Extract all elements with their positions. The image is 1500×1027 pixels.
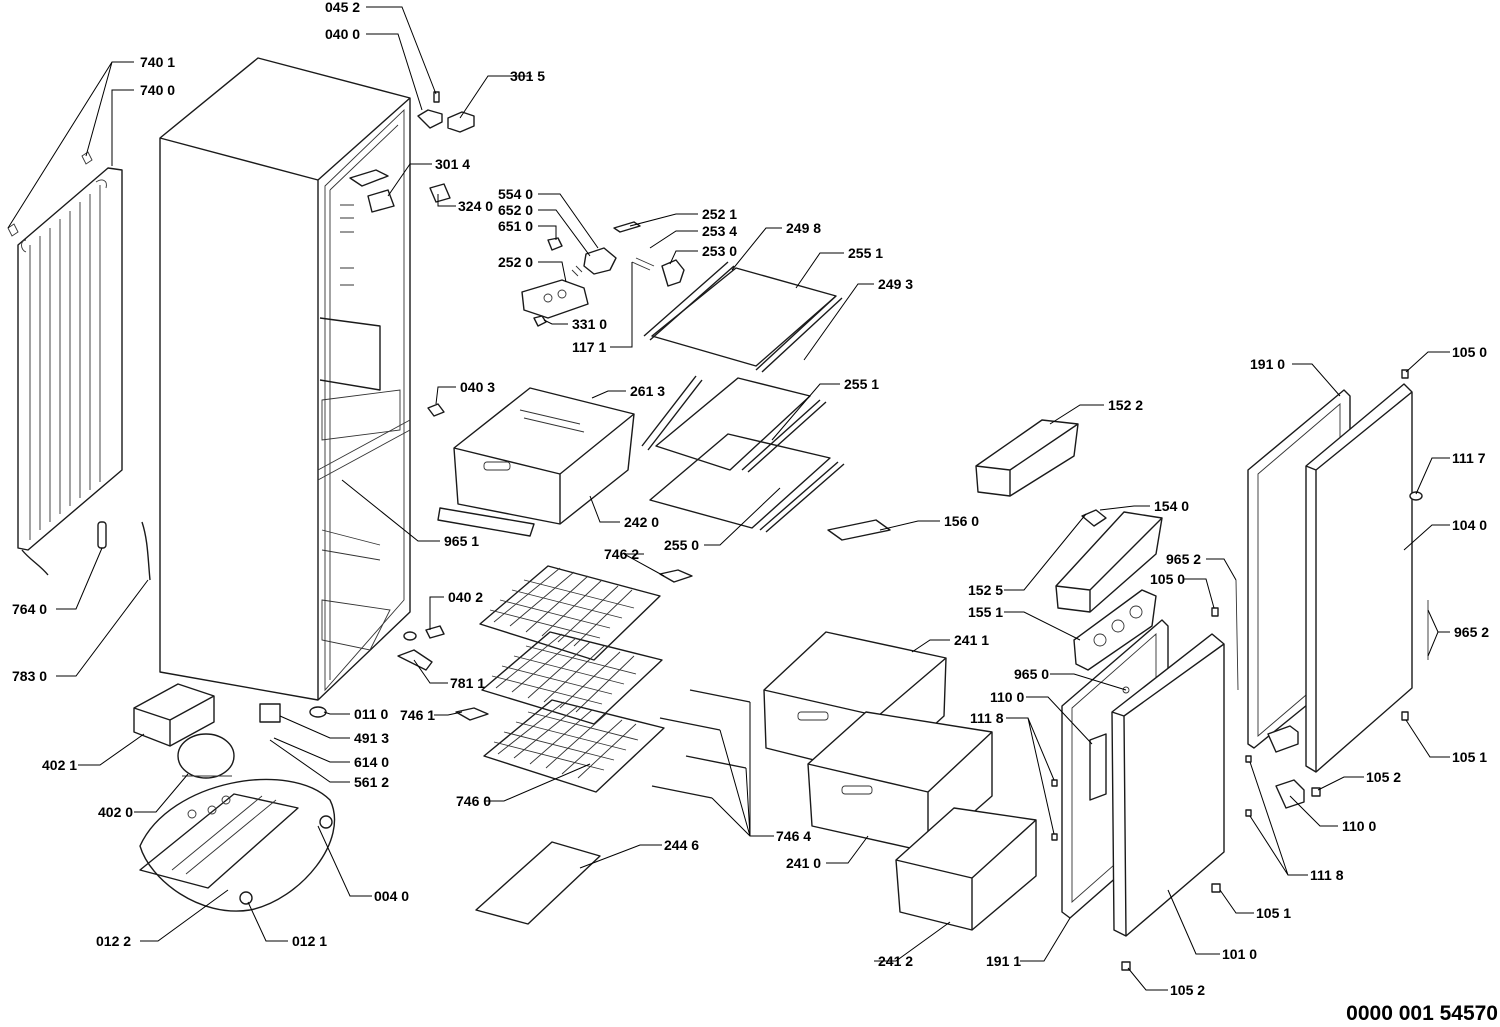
label-045-2: 045 2	[325, 0, 360, 15]
label-155-1: 155 1	[968, 604, 1003, 620]
label-965-2a: 965 2	[1166, 551, 1201, 567]
label-252-1: 252 1	[702, 206, 737, 222]
label-191-1: 191 1	[986, 953, 1021, 969]
label-402-1: 402 1	[42, 757, 77, 773]
label-105-2b: 105 2	[1170, 982, 1205, 998]
label-244-6: 244 6	[664, 837, 699, 853]
label-111-8b: 111 8	[1310, 867, 1344, 883]
label-101-0: 101 0	[1222, 946, 1257, 962]
label-965-1: 965 1	[444, 533, 479, 549]
glass-shelves-part	[641, 261, 845, 533]
door-balconies-part	[827, 419, 1163, 671]
compressor-part	[133, 683, 336, 912]
label-156-0: 156 0	[944, 513, 979, 529]
label-191-0: 191 0	[1250, 356, 1285, 372]
wire-baskets-part	[455, 565, 751, 799]
label-040-0: 040 0	[325, 26, 360, 42]
label-241-2: 241 2	[878, 953, 913, 969]
label-746-2: 746 2	[604, 546, 639, 562]
label-746-0: 746 0	[456, 793, 491, 809]
freezer-drawers-part	[763, 631, 1037, 931]
label-105-1a: 105 1	[1452, 749, 1487, 765]
label-111-8a: 111 8	[970, 710, 1004, 726]
label-012-2: 012 2	[96, 933, 131, 949]
label-012-1: 012 1	[292, 933, 327, 949]
label-561-2: 561 2	[354, 774, 389, 790]
label-746-1: 746 1	[400, 707, 435, 723]
label-154-0: 154 0	[1154, 498, 1189, 514]
label-965-2b: 965 2	[1454, 624, 1489, 640]
cabinet-part	[159, 57, 417, 718]
document-number: 0000 001 54570	[1346, 1002, 1498, 1025]
bottom-plate-part	[475, 841, 601, 925]
freezer-door-part	[1061, 619, 1225, 937]
label-324-0: 324 0	[458, 198, 493, 214]
leader-lines	[7, 6, 1450, 991]
label-651-0: 651 0	[498, 218, 533, 234]
label-011-0: 011 0	[354, 706, 388, 722]
label-252-0: 252 0	[498, 254, 533, 270]
label-740-0: 740 0	[140, 82, 175, 98]
label-255-1a: 255 1	[848, 245, 883, 261]
label-261-3: 261 3	[630, 383, 665, 399]
part-labels: 045 2 040 0 301 5 740 1 740 0 301 4 324 …	[12, 0, 1489, 998]
label-004-0: 004 0	[374, 888, 409, 904]
label-301-5: 301 5	[510, 68, 545, 84]
label-241-0: 241 0	[786, 855, 821, 871]
label-040-3: 040 3	[460, 379, 495, 395]
drier-part	[97, 521, 151, 581]
label-253-0: 253 0	[702, 243, 737, 259]
label-105-0b: 105 0	[1150, 571, 1185, 587]
label-255-1b: 255 1	[844, 376, 879, 392]
label-781-1: 781 1	[450, 675, 485, 691]
label-110-0b: 110 0	[1342, 818, 1376, 834]
label-040-2: 040 2	[448, 589, 483, 605]
label-746-4: 746 4	[776, 828, 811, 844]
label-402-0: 402 0	[98, 804, 133, 820]
label-105-0a: 105 0	[1452, 344, 1487, 360]
label-249-3: 249 3	[878, 276, 913, 292]
label-105-2a: 105 2	[1366, 769, 1401, 785]
label-764-0: 764 0	[12, 601, 47, 617]
label-965-0: 965 0	[1014, 666, 1049, 682]
label-783-0: 783 0	[12, 668, 47, 684]
label-111-7: 111 7	[1452, 450, 1486, 466]
label-652-0: 652 0	[498, 202, 533, 218]
label-152-5: 152 5	[968, 582, 1003, 598]
label-614-0: 614 0	[354, 754, 389, 770]
label-105-1b: 105 1	[1256, 905, 1291, 921]
label-242-0: 242 0	[624, 514, 659, 530]
fridge-door-part	[1247, 383, 1423, 773]
condenser-part	[7, 151, 123, 576]
label-255-0: 255 0	[664, 537, 699, 553]
top-hinge-part	[349, 91, 475, 213]
label-117-1: 117 1	[572, 339, 606, 355]
label-331-0: 331 0	[572, 316, 607, 332]
label-253-4: 253 4	[702, 223, 737, 239]
label-740-1: 740 1	[140, 54, 175, 70]
label-152-2: 152 2	[1108, 397, 1143, 413]
chiller-drawer-part	[427, 387, 635, 537]
label-491-3: 491 3	[354, 730, 389, 746]
thermostat-group-part	[521, 221, 685, 327]
label-241-1: 241 1	[954, 632, 989, 648]
label-110-0a: 110 0	[990, 689, 1024, 705]
label-249-8: 249 8	[786, 220, 821, 236]
hinges-part	[259, 369, 1429, 971]
label-554-0: 554 0	[498, 186, 533, 202]
label-104-0: 104 0	[1452, 517, 1487, 533]
label-301-4: 301 4	[435, 156, 470, 172]
